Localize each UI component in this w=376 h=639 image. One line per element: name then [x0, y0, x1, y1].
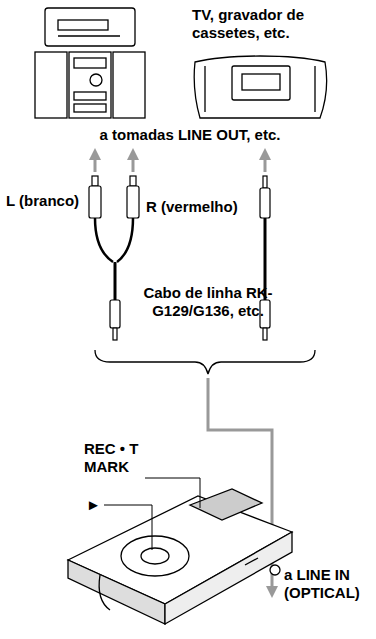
device-label: TV, gravador de cassetes, etc.: [192, 6, 362, 42]
bracket: [95, 350, 315, 374]
line-out-arrows: [95, 154, 265, 172]
jack-label: a LINE IN (OPTICAL): [284, 566, 372, 602]
md-recorder: [68, 489, 292, 624]
plug-label: L (branco): [6, 192, 86, 210]
leader-lines: [104, 478, 200, 550]
radio-cassette: [194, 56, 326, 118]
line-cable: [89, 176, 139, 340]
cable-label: Cabo de linha RK-G129/G136, etc.: [128, 284, 288, 320]
stereo-system: [35, 8, 145, 118]
jack-label: a tomadas LINE OUT, etc.: [60, 126, 320, 144]
button-label: REC • T MARK: [84, 440, 164, 476]
plug-label: R (vermelho): [146, 198, 246, 216]
button-label: ►: [86, 496, 104, 514]
